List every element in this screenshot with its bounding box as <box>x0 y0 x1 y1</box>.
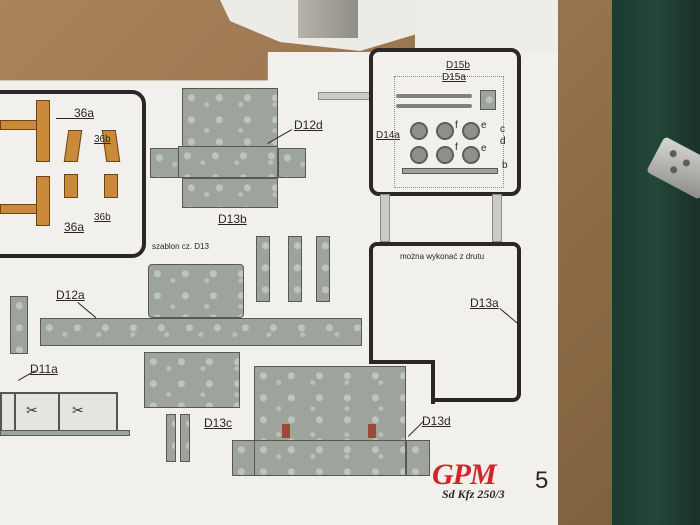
part-d15b <box>396 94 472 98</box>
part-d13b <box>316 236 330 302</box>
part-36a-bottom-arm <box>36 176 50 226</box>
label-d: d <box>500 136 506 147</box>
part-d13c <box>180 414 190 462</box>
part-d15-small <box>480 90 496 110</box>
part-d13b <box>288 236 302 302</box>
part-d12d-right <box>278 148 306 178</box>
part-d13d-marker <box>282 424 290 438</box>
card-scrap-print <box>298 0 358 38</box>
label-d15a: D15a <box>442 72 466 83</box>
page-number: 5 <box>535 467 549 494</box>
gpm-logo: GPM <box>432 458 497 491</box>
part-d12d-left <box>150 148 182 178</box>
note-wire: można wykonać z drutu <box>400 252 485 261</box>
part-d13d-marker <box>368 424 376 438</box>
connector-tab <box>318 92 370 100</box>
label-d12d: D12d <box>294 118 323 132</box>
note-template: szablon cz. D13 <box>152 242 209 251</box>
part-d15a <box>396 104 472 108</box>
label-f-top: f <box>455 120 458 131</box>
part-36b-bottom-right <box>104 174 118 198</box>
part-d11a-strip <box>0 430 130 436</box>
parts-inner-frame <box>394 76 504 188</box>
label-f-bottom: f <box>455 142 458 153</box>
part-d12-small <box>10 296 28 354</box>
part-d14a-wheel <box>462 146 480 164</box>
connector-tab <box>492 194 502 242</box>
label-36b-bottom: 36b <box>94 212 111 223</box>
part-d14a-wheel <box>462 122 480 140</box>
label-d12a: D12a <box>56 288 85 302</box>
label-36b-top: 36b <box>94 134 111 145</box>
sheet-top <box>415 0 558 52</box>
cutting-mat <box>612 0 700 525</box>
part-d14a-wheel <box>410 122 428 140</box>
part-d12d-center <box>178 146 278 178</box>
label-e-bottom: e <box>481 143 487 154</box>
part-d13d-bottom <box>254 440 406 476</box>
scissors-icon: ✂ <box>26 402 38 418</box>
rivet <box>681 158 692 168</box>
label-e-top: e <box>481 120 487 131</box>
label-d15b: D15b <box>446 60 470 71</box>
part-d11a-divider <box>14 392 16 430</box>
label-d14a: D14a <box>376 130 400 141</box>
label-36a-bottom: 36a <box>64 220 85 234</box>
part-d13c <box>166 414 176 462</box>
rivet <box>668 148 678 159</box>
part-36b-bottom-left <box>64 174 78 198</box>
label-d11a: D11a <box>30 362 58 376</box>
part-d13d-left <box>232 440 256 476</box>
label-c: c <box>500 124 505 135</box>
d13a-frame <box>369 242 521 402</box>
d13a-notch-edge-v <box>431 362 435 404</box>
part-d12a <box>40 318 362 346</box>
part-d14a-wheel <box>410 146 428 164</box>
leader-line <box>56 118 76 119</box>
label-d13c: D13c <box>204 416 233 430</box>
connector-tab <box>380 194 390 242</box>
d13a-notch-edge-h <box>369 360 435 364</box>
part-d12a-panel <box>148 264 244 318</box>
label-d13b: D13b <box>218 212 247 226</box>
part-36a-top-arm <box>36 100 50 162</box>
part-d12d-top <box>182 88 278 148</box>
part-b-strip <box>402 168 498 174</box>
part-d11a-divider <box>58 392 60 430</box>
parts-36-frame <box>0 90 146 258</box>
label-d13a: D13a <box>470 296 499 310</box>
part-d12d-bottom <box>182 178 278 208</box>
d14-d15-frame <box>369 48 521 196</box>
part-d14a-wheel <box>436 146 454 164</box>
scissors-icon: ✂ <box>72 402 84 418</box>
label-36a-top: 36a <box>74 106 95 120</box>
rivet <box>668 165 679 175</box>
model-name: Sd Kfz 250/3 <box>442 487 505 501</box>
part-d14a-wheel <box>436 122 454 140</box>
part-d13c-plate <box>144 352 240 408</box>
label-b: b <box>502 160 508 171</box>
part-d13b <box>256 236 270 302</box>
part-d13d-right <box>406 440 430 476</box>
label-d13d: D13d <box>422 414 451 428</box>
